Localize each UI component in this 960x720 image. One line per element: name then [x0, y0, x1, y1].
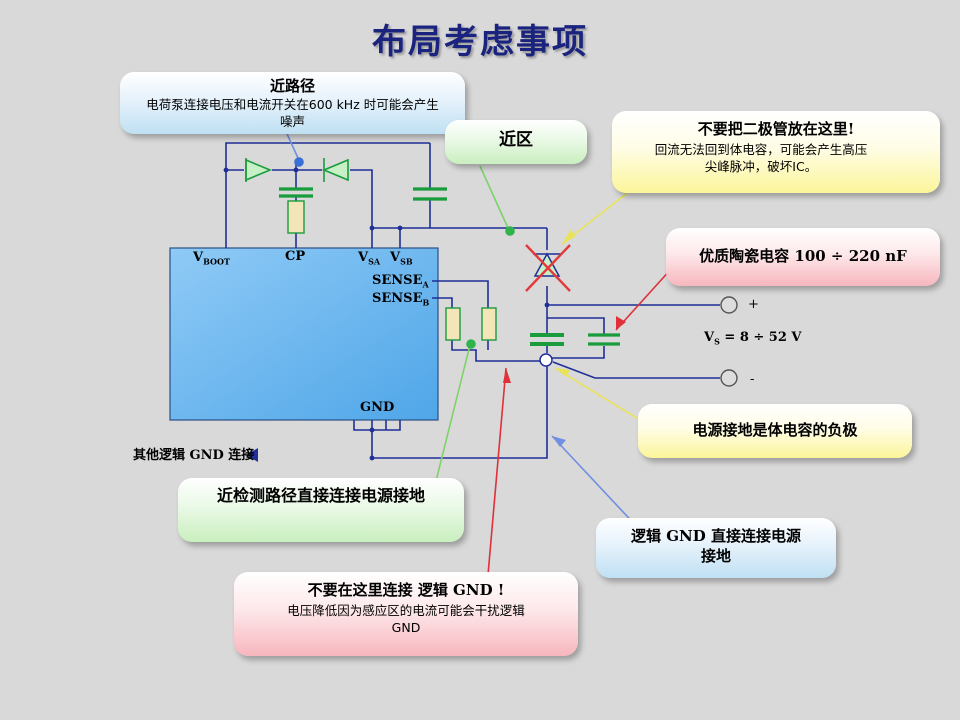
junction-dot [544, 302, 550, 308]
supply-voltage-sub: S [714, 336, 720, 347]
callout-near-zone: 近区 [445, 120, 587, 164]
pin-label-vsb-sub: SB [400, 256, 413, 267]
callout-logic-gnd: 逻辑 GND 直接连接电源接地 [596, 518, 836, 578]
junction-dot [223, 167, 229, 173]
page-title: 布局考虑事项 [372, 22, 588, 62]
pin-label-sense-b: SENSEB [372, 291, 429, 308]
pin-label-vsa-sub: SA [368, 256, 381, 267]
ic-body [169, 247, 439, 421]
crossed-diode-icon [533, 252, 561, 277]
pointer-sense-path [434, 344, 471, 486]
capacitor-icon [279, 187, 313, 198]
sense-resistor-icon [481, 307, 497, 341]
pin-label-vsb: VSB [390, 250, 413, 267]
callout-heading: 不要把二极管放在这里! [697, 120, 855, 138]
pointer-no-diode [561, 182, 641, 245]
star-ground-node [539, 353, 553, 367]
minus-label: - [750, 372, 755, 387]
junction-dot [293, 167, 299, 173]
supply-voltage-main: V [704, 330, 715, 345]
callout-body: 电荷泵连接电压和电流开关在600 kHz 时可能会产生噪声 [146, 97, 439, 129]
pin-label-sense-a: SENSEA [372, 273, 429, 290]
diode-icon [321, 158, 349, 182]
supply-voltage-label: VS = 8 ÷ 52 V [704, 330, 802, 347]
junction-dot [369, 427, 375, 433]
pin-label-sense-a-main: SENSE [372, 273, 423, 288]
minus-terminal [720, 369, 738, 387]
plus-label: + [748, 297, 759, 312]
pin-label-vboot-main: V [193, 250, 204, 265]
sense-resistor-icon [445, 307, 461, 341]
pin-label-cp: CP [285, 249, 306, 264]
callout-no-diode: 不要把二极管放在这里! 回流无法回到体电容，可能会产生高压尖峰脉冲，破坏IC。 [612, 111, 940, 193]
bulk-capacitor-icon [530, 333, 564, 346]
pin-label-vsa-main: V [358, 250, 369, 265]
pointer-supply-ground [554, 367, 641, 421]
pin-label-sense-b-main: SENSE [372, 291, 423, 306]
pin-label-vsa: VSA [358, 250, 380, 267]
callout-heading: 近检测路径直接连接电源接地 [216, 486, 425, 505]
diode-icon [245, 158, 273, 182]
callout-heading: 不要在这里连接 逻辑 GND ! [307, 581, 505, 599]
callout-body: 电压降低因为感应区的电流可能会干扰逻辑 GND [287, 603, 525, 635]
junction-dot [397, 225, 403, 231]
ceramic-capacitor-icon [588, 333, 620, 346]
plus-terminal [720, 296, 738, 314]
junction-dot [369, 455, 375, 461]
pin-label-vboot-sub: BOOT [203, 256, 230, 267]
callout-supply-ground: 电源接地是体电容的负极 [638, 404, 912, 458]
pointer-no-logic-gnd [487, 367, 507, 576]
callout-body: 回流无法回到体电容，可能会产生高压尖峰脉冲，破坏IC。 [654, 142, 868, 174]
capacitor-icon [413, 187, 447, 201]
arrow-left-icon [246, 448, 258, 462]
cross-icon [525, 244, 571, 292]
pointer-near-zone [479, 165, 509, 229]
callout-no-logic-gnd: 不要在这里连接 逻辑 GND ! 电压降低因为感应区的电流可能会干扰逻辑 GND [234, 572, 578, 656]
callout-heading: 近区 [499, 130, 533, 150]
pointer-dot [294, 157, 304, 167]
pin-label-gnd: GND [360, 400, 395, 415]
callout-ceramic-cap: 优质陶瓷电容 100 ÷ 220 nF [666, 228, 940, 286]
pointer-ceramic [615, 267, 673, 331]
pointer-logic-gnd [551, 435, 641, 531]
callout-short-path: 近路径 电荷泵连接电压和电流开关在600 kHz 时可能会产生噪声 [120, 72, 465, 134]
pin-label-sense-a-sub: A [422, 279, 429, 290]
supply-voltage-range: = 8 ÷ 52 V [719, 330, 802, 345]
pin-label-vboot: VBOOT [193, 250, 230, 267]
other-logic-gnd-label: 其他逻辑 GND 连接 [133, 448, 255, 463]
pin-label-sense-b-sub: B [422, 297, 430, 308]
pointer-dot [466, 339, 476, 349]
callout-heading: 逻辑 GND 直接连接电源接地 [631, 527, 801, 565]
pointer-dot [505, 226, 515, 236]
callout-heading: 优质陶瓷电容 100 ÷ 220 nF [699, 247, 907, 265]
cp-resistor-icon [287, 200, 305, 234]
callout-heading: 电源接地是体电容的负极 [692, 421, 858, 439]
pointer-arrowheads [503, 229, 626, 447]
callout-sense-path: 近检测路径直接连接电源接地 [178, 478, 464, 542]
pin-label-vsb-main: V [390, 250, 401, 265]
junction-dot [369, 225, 375, 231]
callout-heading: 近路径 [269, 77, 315, 95]
